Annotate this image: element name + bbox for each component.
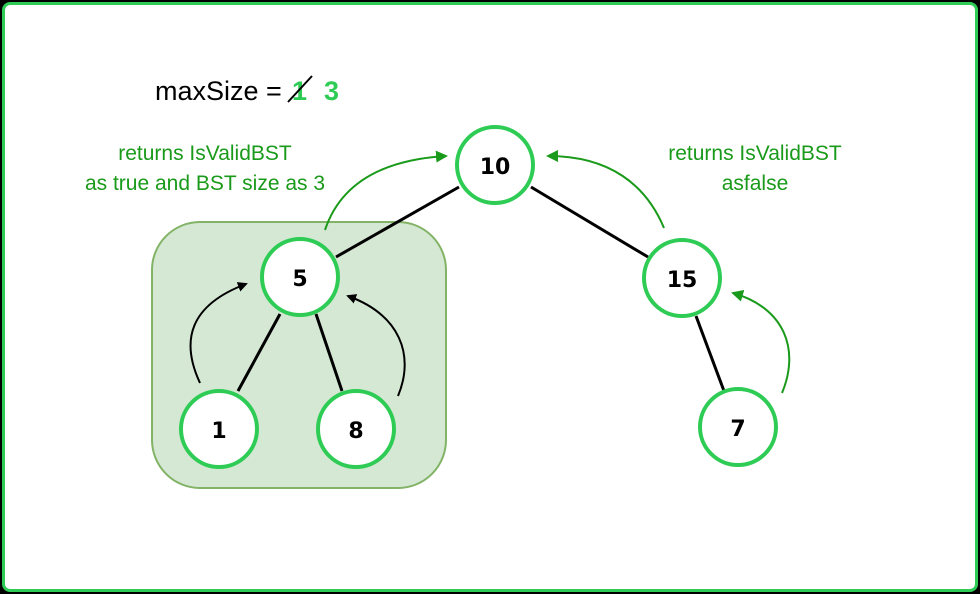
- right-note-line-1: returns IsValidBST: [668, 142, 842, 165]
- right-note-line-2: asfalse: [722, 172, 789, 195]
- return-arrow-7-to-15: [731, 290, 791, 394]
- max-size-old-number: 1: [292, 76, 307, 106]
- max-size-new-value: 3: [324, 76, 339, 106]
- edge-5-8: [314, 313, 344, 392]
- node-10-label: 10: [480, 155, 511, 180]
- node-7: 7: [698, 387, 778, 467]
- node-5: 5: [260, 237, 340, 317]
- edge-10-15: [530, 185, 649, 259]
- edge-15-7: [694, 315, 726, 392]
- node-15: 15: [642, 238, 722, 318]
- node-1: 1: [179, 389, 259, 469]
- node-8-label: 8: [348, 419, 363, 444]
- strikethrough-mark: [287, 75, 313, 103]
- return-arrow-8-to-5: [346, 294, 406, 397]
- node-15-label: 15: [667, 268, 698, 293]
- edge-5-1: [236, 313, 282, 392]
- node-5-label: 5: [292, 267, 307, 292]
- max-size-label: maxSize =: [155, 76, 282, 106]
- node-10: 10: [455, 125, 535, 205]
- node-8: 8: [316, 389, 396, 469]
- return-arrow-15-to-10: [546, 150, 665, 229]
- max-size-old-value: 1: [287, 75, 313, 106]
- edge-10-5: [335, 185, 460, 259]
- tree-edges: [236, 185, 726, 392]
- node-1-label: 1: [211, 419, 226, 444]
- return-arrow-5-to-10: [324, 150, 448, 231]
- left-note-line-1: returns IsValidBST: [118, 142, 292, 165]
- return-arrow-1-to-5: [189, 282, 248, 384]
- node-7-label: 7: [730, 417, 745, 442]
- left-note-line-2: as true and BST size as 3: [85, 172, 325, 195]
